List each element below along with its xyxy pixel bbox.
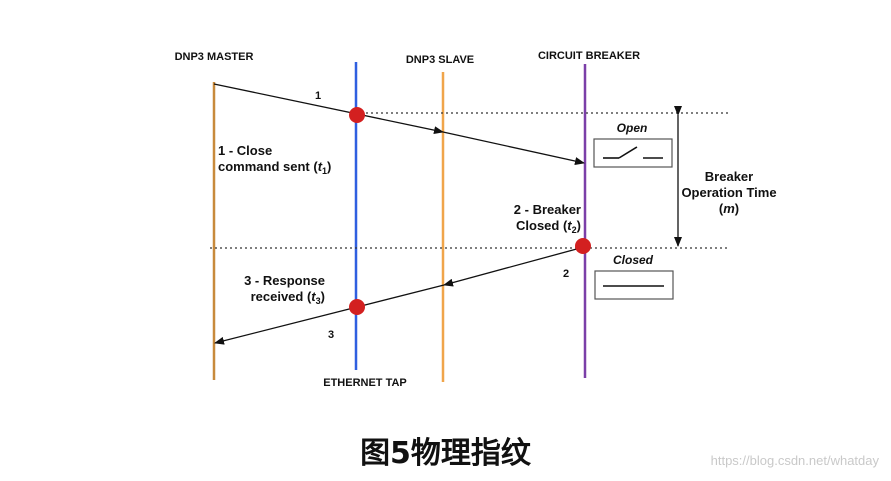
switch-open-icon bbox=[603, 146, 663, 159]
actor-label-breaker: CIRCUIT BREAKER bbox=[538, 50, 640, 62]
step-number-2: 2 bbox=[563, 268, 569, 280]
actor-label-slave: DNP3 SLAVE bbox=[406, 54, 474, 66]
step-number-3: 3 bbox=[328, 329, 334, 341]
operation-time-line2: Operation Time bbox=[681, 185, 776, 200]
state-label-closed: Closed bbox=[613, 253, 654, 267]
actor-label-master: DNP3 MASTER bbox=[175, 51, 254, 63]
step3-line1: 3 - Response bbox=[244, 273, 325, 288]
marker-tap-t1 bbox=[349, 107, 365, 123]
step3-line2: received (t3) bbox=[251, 289, 325, 306]
arrow-response-b bbox=[214, 284, 445, 345]
operation-time-line1: Breaker bbox=[705, 169, 753, 184]
actor-label-tap: ETHERNET TAP bbox=[323, 377, 407, 389]
step2-line1: 2 - Breaker bbox=[514, 202, 581, 217]
arrow-response-a bbox=[443, 246, 585, 287]
arrow-close-command bbox=[213, 83, 444, 135]
figure-caption: 图5物理指纹 bbox=[360, 436, 531, 471]
marker-tap-t3 bbox=[349, 299, 365, 315]
step2-line2: Closed (t2) bbox=[516, 218, 581, 235]
step1-line2: command sent (t1) bbox=[218, 159, 331, 176]
switch-open-box bbox=[593, 138, 673, 168]
watermark: https://blog.csdn.net/whatday bbox=[710, 453, 879, 468]
switch-closed-box bbox=[594, 270, 674, 300]
step1-line1: 1 - Close bbox=[218, 143, 272, 158]
operation-time-line3: (m) bbox=[719, 201, 739, 216]
marker-breaker-t2 bbox=[575, 238, 591, 254]
step-number-1: 1 bbox=[315, 90, 321, 102]
state-label-open: Open bbox=[617, 121, 648, 135]
arrow-close-command-b bbox=[442, 131, 585, 165]
